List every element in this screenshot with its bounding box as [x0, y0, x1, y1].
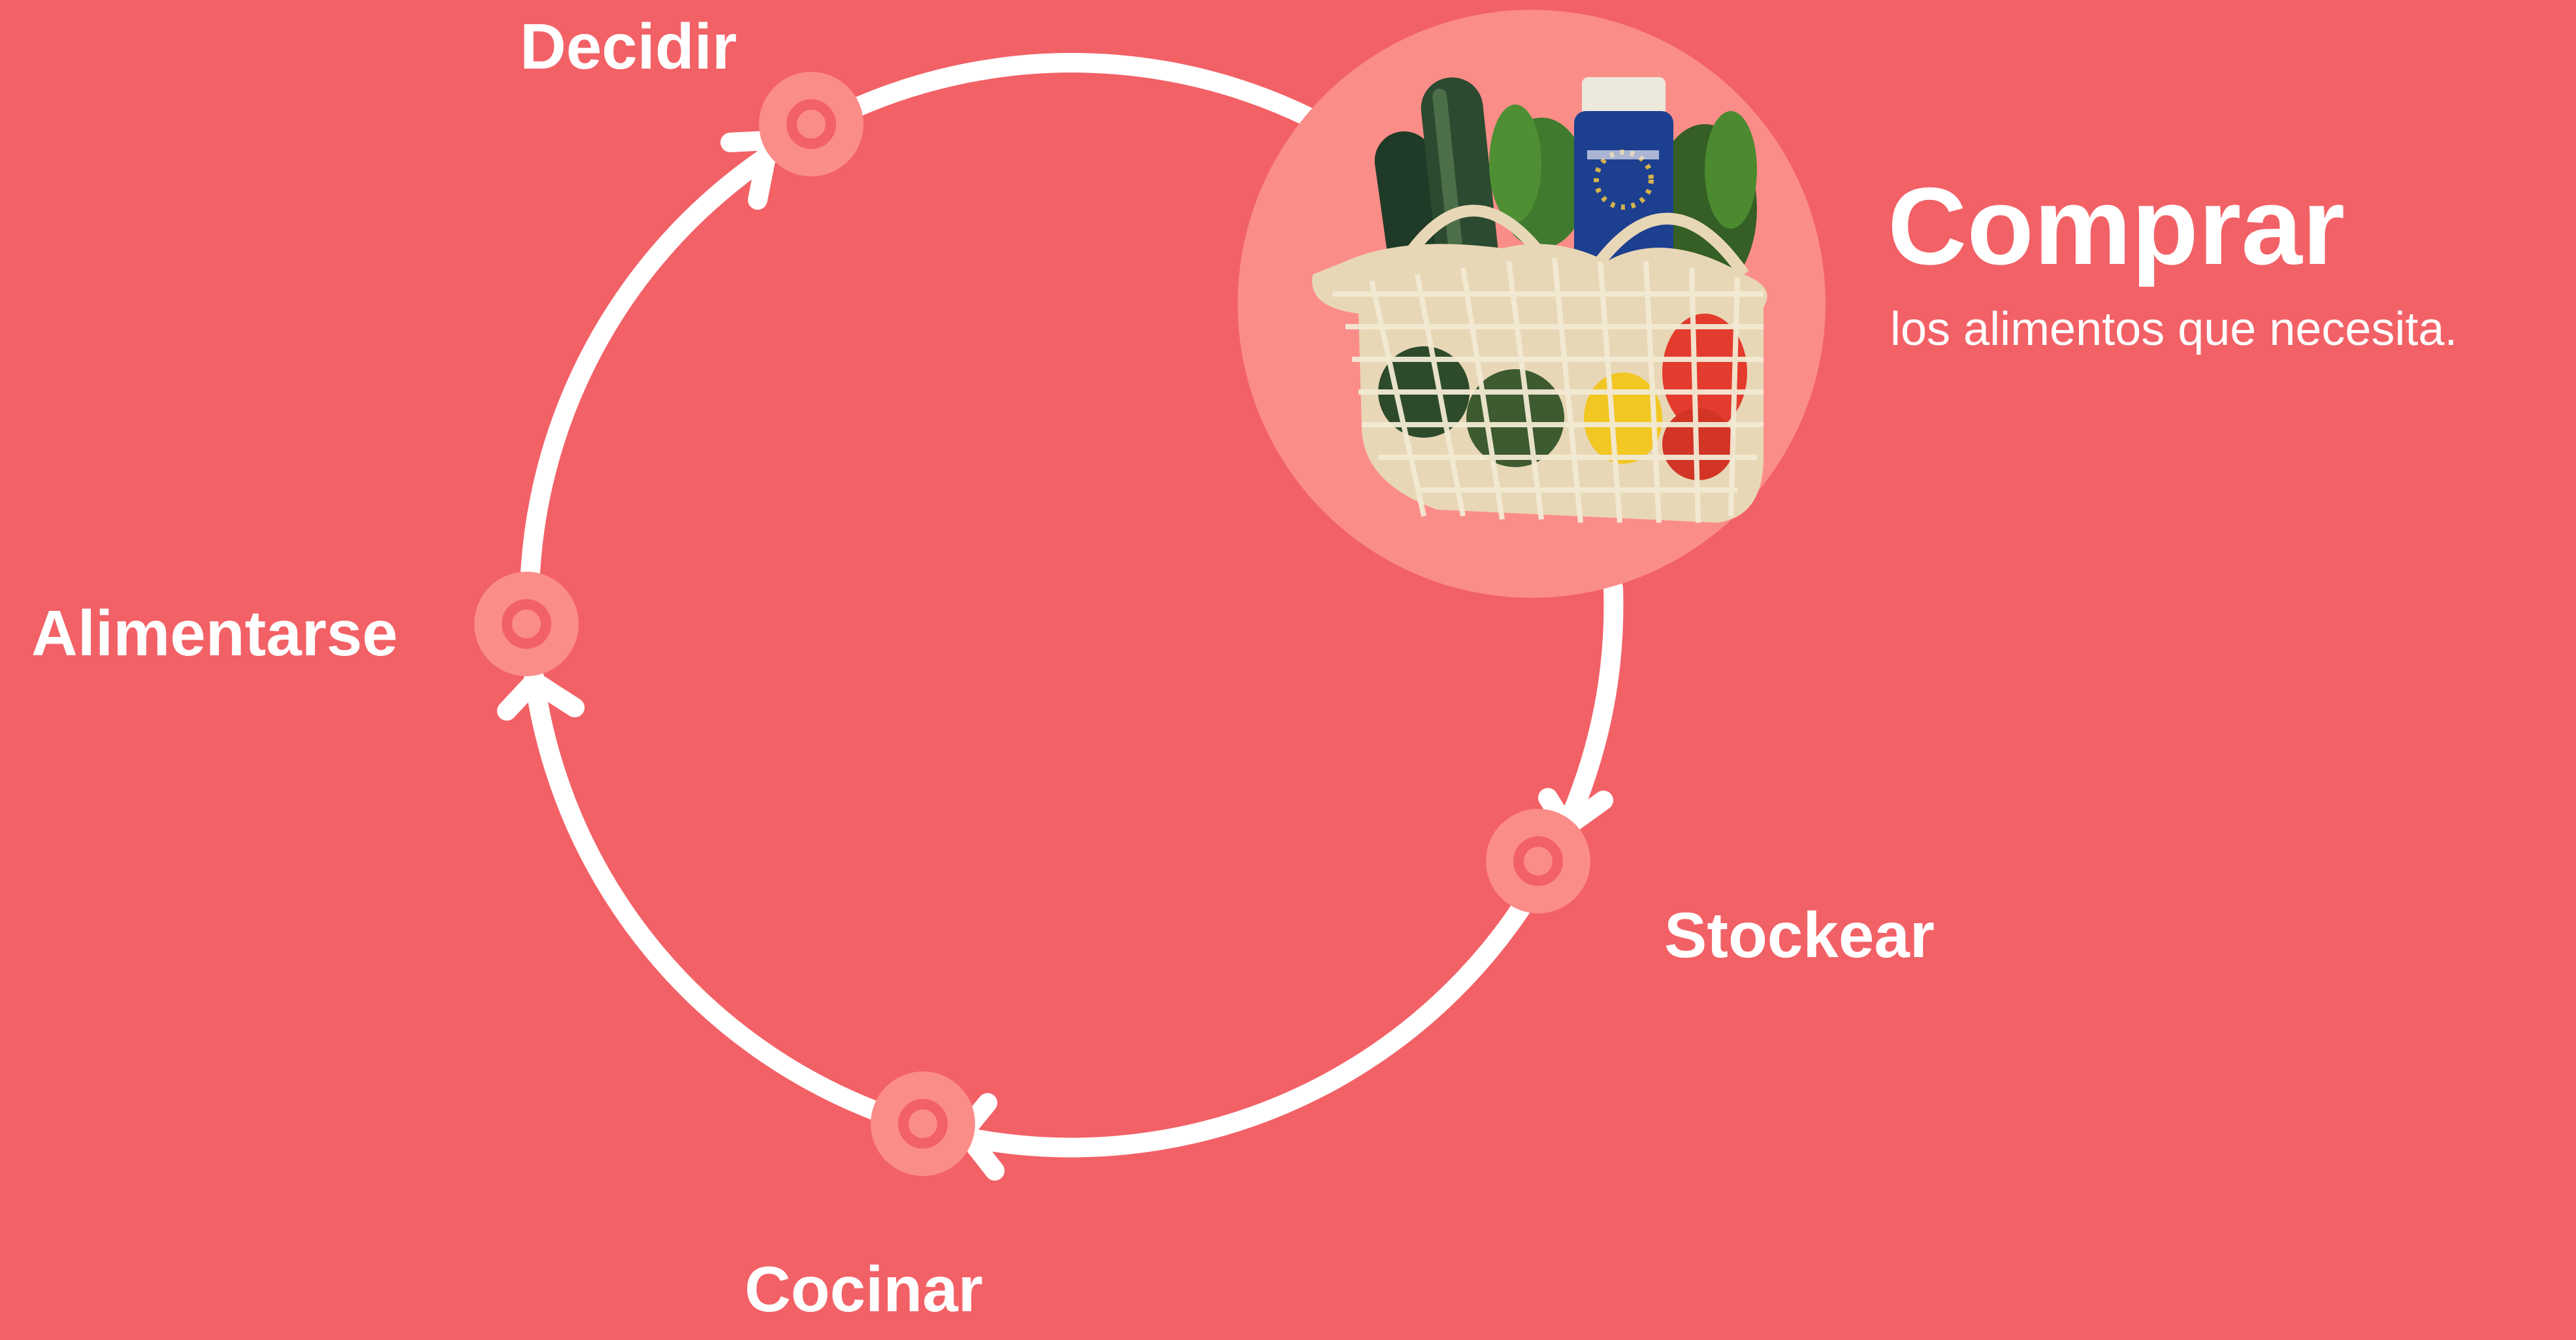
jar-icon [1574, 77, 1673, 268]
node-decidir[interactable] [759, 72, 863, 176]
node-label-decidir: Decidir [520, 10, 737, 82]
node-cocinar[interactable] [871, 1071, 975, 1176]
active-step-title: Comprar [1888, 165, 2345, 287]
active-step-description: los alimentos que necesita. [1890, 303, 2458, 355]
node-stockear[interactable] [1486, 809, 1590, 913]
node-label-stockear: Stockear [1664, 899, 1935, 971]
node-label-alimentarse: Alimentarse [31, 597, 398, 669]
cycle-path [519, 53, 1624, 1158]
node-alimentarse[interactable] [474, 572, 579, 676]
node-label-cocinar: Cocinar [745, 1253, 983, 1325]
arrow-to-alimentarse [497, 672, 585, 721]
grocery-bag-image [1312, 77, 1767, 523]
